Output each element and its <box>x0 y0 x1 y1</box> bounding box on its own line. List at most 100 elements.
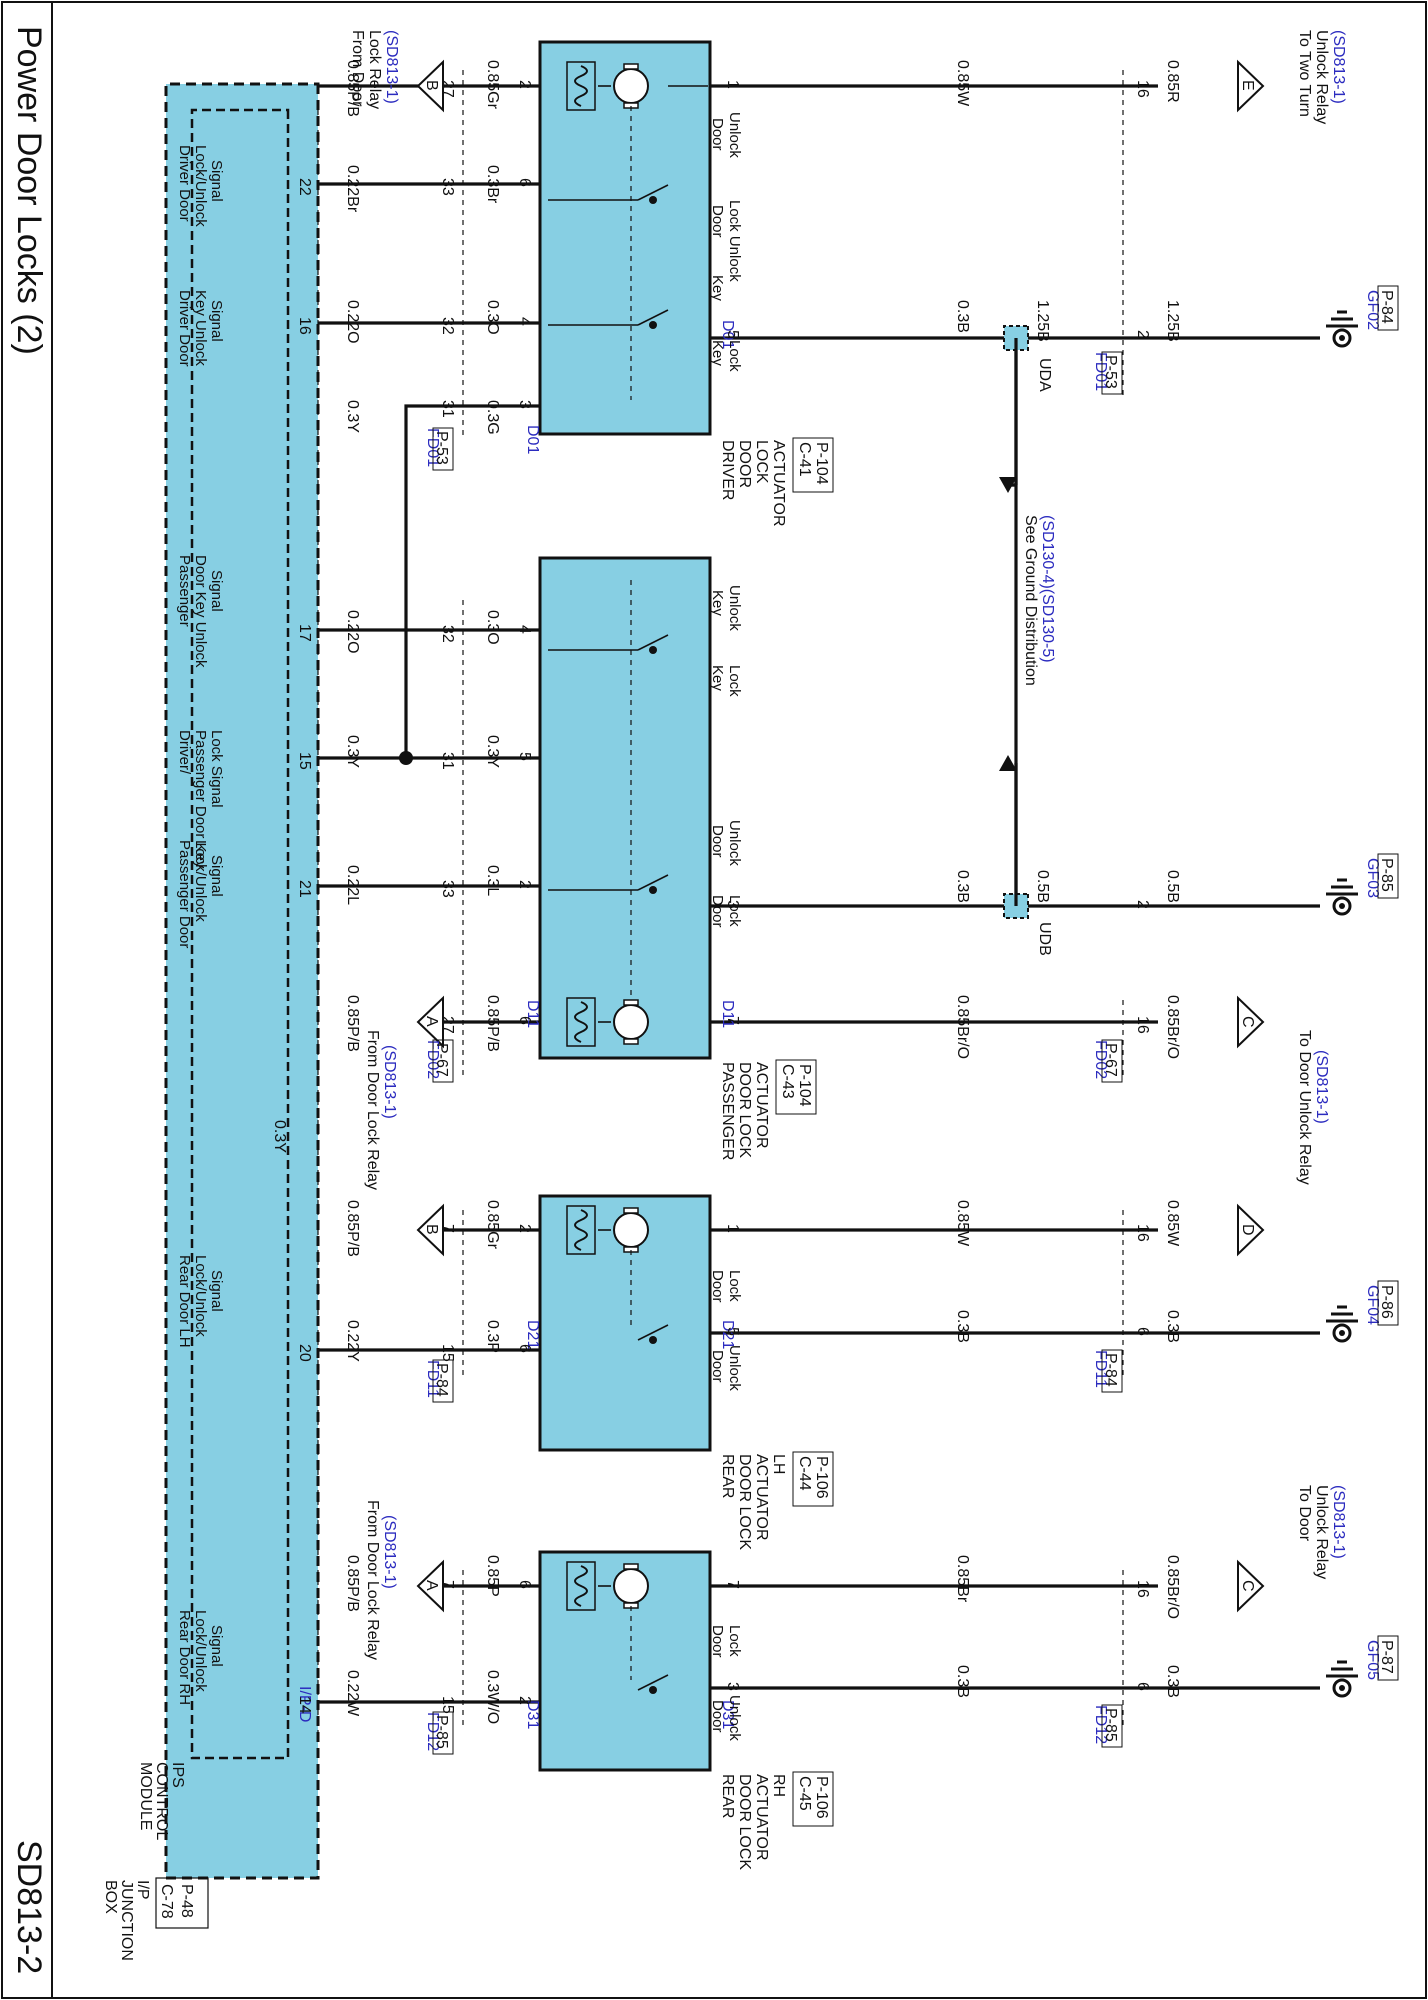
svg-text:0.22Br: 0.22Br <box>344 165 361 213</box>
svg-text:B: B <box>423 80 440 91</box>
svg-text:4: 4 <box>516 317 533 326</box>
svg-text:B: B <box>423 1224 440 1235</box>
svg-text:Lock: Lock <box>726 1625 743 1657</box>
svg-text:To Door: To Door <box>1296 1485 1313 1542</box>
svg-text:0.85Gr: 0.85Gr <box>484 1200 501 1250</box>
wire-labels-rear-rh: 0.85P/B 0.85P 0.22W 0.3W/O 0.85Br 0.85Br… <box>344 1555 1181 1724</box>
svg-text:Door: Door <box>709 1625 726 1658</box>
svg-text:MODULE: MODULE <box>137 1762 154 1830</box>
svg-text:0.3O: 0.3O <box>484 610 501 645</box>
svg-text:Key: Key <box>709 340 726 366</box>
rear-lh-actuator-internals <box>566 1205 669 1344</box>
svg-text:0.85W: 0.85W <box>954 1200 971 1247</box>
svg-text:To Two Turn: To Two Turn <box>1296 30 1313 117</box>
svg-text:5: 5 <box>516 752 533 761</box>
svg-text:D31: D31 <box>524 1700 541 1729</box>
svg-text:16: 16 <box>296 317 313 335</box>
svg-text:16: 16 <box>1134 80 1151 98</box>
svg-text:IPS: IPS <box>169 1762 186 1788</box>
ips-wires <box>318 84 540 1704</box>
svg-text:5: 5 <box>724 1327 741 1336</box>
svg-text:Unlock: Unlock <box>726 112 743 158</box>
driver-actuator-internals <box>548 61 708 400</box>
svg-text:(SD813-1): (SD813-1) <box>381 1045 398 1119</box>
svg-text:15: 15 <box>296 752 313 770</box>
svg-text:Key Unlock: Key Unlock <box>192 290 209 366</box>
svg-text:FD01: FD01 <box>1092 352 1109 391</box>
svg-text:1.25B: 1.25B <box>1164 300 1181 342</box>
svg-text:P-106: P-106 <box>813 1776 830 1819</box>
svg-text:0.22O: 0.22O <box>344 300 361 344</box>
wire-labels-passenger: 0.22O 0.3O 0.3Y 0.3Y 0.22L 0.3L 0.85P/B … <box>344 610 1181 1059</box>
svg-text:P-53: P-53 <box>1102 355 1119 389</box>
svg-text:A: A <box>423 1580 440 1591</box>
svg-text:16: 16 <box>1134 1580 1151 1598</box>
svg-text:(SD130-4)(SD130-5): (SD130-4)(SD130-5) <box>1039 515 1056 663</box>
svg-text:FD12: FD12 <box>1092 1705 1109 1744</box>
svg-text:C-78: C-78 <box>158 1884 175 1919</box>
svg-text:Lock/Unlock: Lock/Unlock <box>192 1610 209 1692</box>
svg-text:0.85Br: 0.85Br <box>954 1555 971 1603</box>
svg-text:Unlock Relay: Unlock Relay <box>1313 30 1330 124</box>
svg-text:REAR: REAR <box>719 1454 736 1498</box>
svg-text:D01: D01 <box>524 425 541 454</box>
svg-text:2: 2 <box>516 880 533 889</box>
wire-labels-rear-lh: 0.85P/B 0.85Gr 0.22Y 0.3P 0.85W 0.85W 0.… <box>344 1200 1181 1362</box>
svg-text:C: C <box>1239 1016 1256 1028</box>
svg-text:0.22L: 0.22L <box>344 865 361 905</box>
svg-text:C-41: C-41 <box>796 442 813 477</box>
svg-text:0.85W: 0.85W <box>1164 1200 1181 1247</box>
svg-text:33: 33 <box>439 178 456 196</box>
svg-text:Unlock: Unlock <box>726 1345 743 1391</box>
svg-text:Lock: Lock <box>726 895 743 927</box>
svg-text:2: 2 <box>516 1696 533 1705</box>
svg-text:0.3Y: 0.3Y <box>484 735 501 768</box>
svg-text:7: 7 <box>439 1580 456 1589</box>
svg-text:0.3B: 0.3B <box>1164 1310 1181 1343</box>
svg-text:I/P-D: I/P-D <box>296 1686 313 1722</box>
svg-text:Driver Door: Driver Door <box>176 145 193 222</box>
svg-text:P-104: P-104 <box>813 442 830 485</box>
svg-text:DRIVER: DRIVER <box>719 440 736 500</box>
switch-labels: Door Unlock Door Lock Unlock Key Key Loc… <box>709 112 743 1741</box>
svg-text:0.3Y: 0.3Y <box>344 735 361 768</box>
svg-text:Lock: Lock <box>726 665 743 697</box>
svg-text:0.85W: 0.85W <box>954 60 971 107</box>
svg-text:From Door Lock Relay: From Door Lock Relay <box>364 1030 381 1190</box>
svg-text:0.3B: 0.3B <box>954 870 971 903</box>
harness-break-lines <box>462 70 1124 1730</box>
svg-text:2: 2 <box>1134 900 1151 909</box>
svg-text:ACTUATOR: ACTUATOR <box>753 1062 770 1149</box>
svg-text:6: 6 <box>516 1344 533 1353</box>
svg-text:Door: Door <box>709 1270 726 1303</box>
svg-text:Key: Key <box>709 665 726 691</box>
svg-text:Lock Relay: Lock Relay <box>366 30 383 109</box>
svg-text:33: 33 <box>439 880 456 898</box>
svg-text:0.3B: 0.3B <box>954 1665 971 1698</box>
svg-text:C: C <box>1239 1580 1256 1592</box>
svg-text:Rear Door RH: Rear Door RH <box>176 1610 193 1705</box>
svg-text:Lock Unlock: Lock Unlock <box>726 200 743 282</box>
svg-text:A: A <box>423 1016 440 1027</box>
wire-labels-driver: 0.85P/B 0.85Gr 0.22Br 0.3Br 0.22O 0.3O 0… <box>271 60 1181 1153</box>
svg-text:LH: LH <box>770 1454 787 1474</box>
svg-text:Signal: Signal <box>208 300 225 342</box>
svg-text:Door: Door <box>709 1700 726 1733</box>
svg-text:0.85Br/O: 0.85Br/O <box>1164 1555 1181 1619</box>
svg-text:0.85Br/O: 0.85Br/O <box>1164 995 1181 1059</box>
svg-text:3: 3 <box>724 900 741 909</box>
svg-text:Signal: Signal <box>208 855 225 897</box>
driver-door-lock-actuator-box <box>538 40 712 436</box>
svg-text:Door: Door <box>709 1350 726 1383</box>
passenger-door-lock-actuator-box <box>538 556 712 1060</box>
svg-text:DOOR: DOOR <box>736 440 753 488</box>
svg-text:2: 2 <box>516 1224 533 1233</box>
page-title: Power Door Locks (2) <box>10 26 48 355</box>
pin-numbers: 27 2 33 6 32 4 31 3 1 16 5 2 32 4 31 5 3… <box>439 80 1151 1714</box>
svg-text:(SD813-1): (SD813-1) <box>1330 30 1347 104</box>
svg-text:E: E <box>1239 80 1256 91</box>
svg-text:32: 32 <box>439 317 456 335</box>
